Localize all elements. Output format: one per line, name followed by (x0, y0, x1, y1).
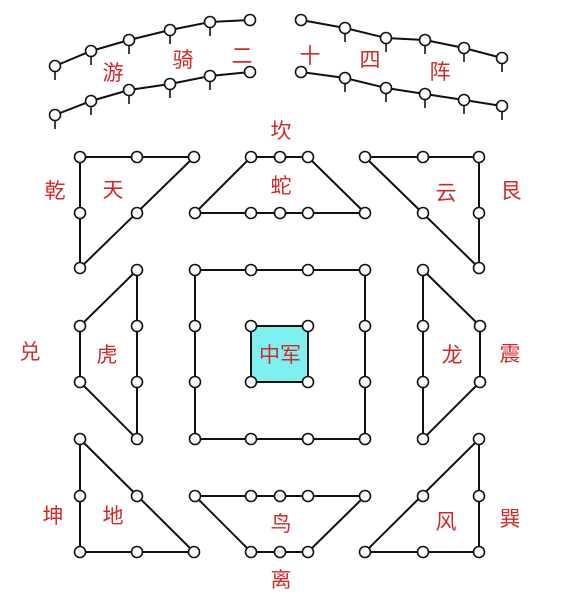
cavalry-top-right-inner-arc (294, 65, 509, 120)
label-long: 龙 (442, 343, 463, 367)
wind-formation (358, 432, 486, 559)
central-army-box (244, 319, 315, 389)
snake-formation (188, 150, 372, 220)
cavalry-top-right-outer-arc (294, 13, 509, 72)
label-xun: 巽 (500, 507, 521, 531)
cloud-formation (358, 150, 486, 275)
label-shi: 十 (300, 44, 321, 68)
label-yun: 云 (436, 181, 457, 205)
label-qi: 骑 (173, 48, 194, 72)
label-gen: 艮 (501, 179, 522, 203)
label-si: 四 (360, 48, 381, 72)
heaven-formation (73, 150, 201, 275)
earth-formation (73, 432, 201, 559)
cavalry-top-left-outer-arc (48, 13, 257, 80)
label-zhen: 阵 (430, 60, 451, 84)
label-hu: 虎 (97, 343, 118, 367)
label-zhen-thunder: 震 (500, 342, 521, 366)
bird-formation (188, 489, 372, 559)
label-dui: 兑 (20, 340, 41, 364)
dragon-formation (416, 263, 487, 446)
label-kan: 坎 (271, 119, 292, 143)
label-niao: 鸟 (271, 512, 292, 536)
label-you: 游 (103, 61, 124, 85)
label-kun: 坤 (43, 504, 64, 528)
central-square-formation (188, 263, 372, 446)
label-zhongjun: 中军 (259, 343, 301, 367)
label-er: 二 (232, 44, 253, 68)
cavalry-top-left-inner-arc (48, 65, 257, 129)
label-she: 蛇 (271, 174, 292, 198)
tiger-formation (73, 263, 144, 446)
label-feng: 风 (436, 510, 457, 534)
label-qian: 乾 (45, 179, 66, 203)
label-tian: 天 (103, 178, 124, 202)
label-li: 离 (271, 568, 292, 592)
label-di: 地 (103, 504, 124, 528)
